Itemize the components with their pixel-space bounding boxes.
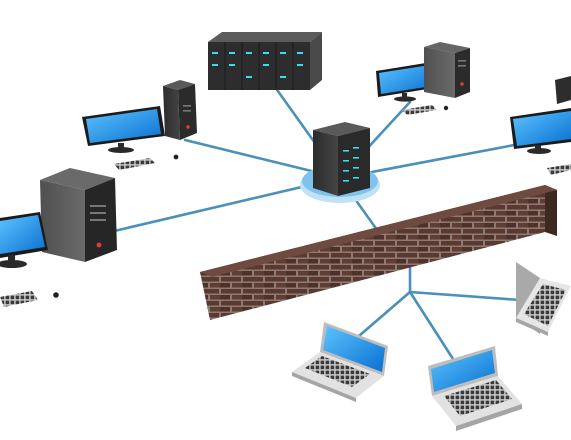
tower: [163, 80, 197, 140]
tower: [424, 42, 470, 98]
monitor: [0, 212, 48, 268]
keyboard: [547, 164, 571, 175]
rack-server-leds: [212, 52, 303, 78]
workstation-top-left[interactable]: [82, 80, 197, 170]
laptop-base: [292, 352, 384, 402]
monitor: [82, 106, 165, 153]
laptop-screen: [428, 346, 498, 396]
workstation-top-right[interactable]: [376, 42, 470, 115]
keyboard: [402, 105, 449, 115]
laptop-middle[interactable]: [428, 346, 522, 431]
firewall[interactable]: [200, 185, 557, 320]
server-drive-bays: [343, 147, 359, 182]
monitor: [510, 108, 571, 154]
link-laptop-middle: [408, 290, 457, 364]
link-laptop-right: [408, 290, 522, 302]
keyboard: [114, 154, 179, 170]
laptop-right[interactable]: [516, 262, 571, 336]
tower: [555, 76, 571, 104]
monitor: [376, 62, 434, 102]
laptop-screen: [320, 322, 388, 376]
laptop-base: [516, 278, 571, 336]
workstation-right[interactable]: [510, 76, 571, 175]
laptop-left[interactable]: [292, 322, 388, 402]
rack-server[interactable]: [208, 32, 322, 90]
central-server[interactable]: [313, 122, 370, 196]
keyboard: [0, 291, 59, 307]
workstation-left[interactable]: [0, 168, 117, 307]
tower: [40, 168, 117, 262]
laptop-base: [432, 376, 522, 431]
